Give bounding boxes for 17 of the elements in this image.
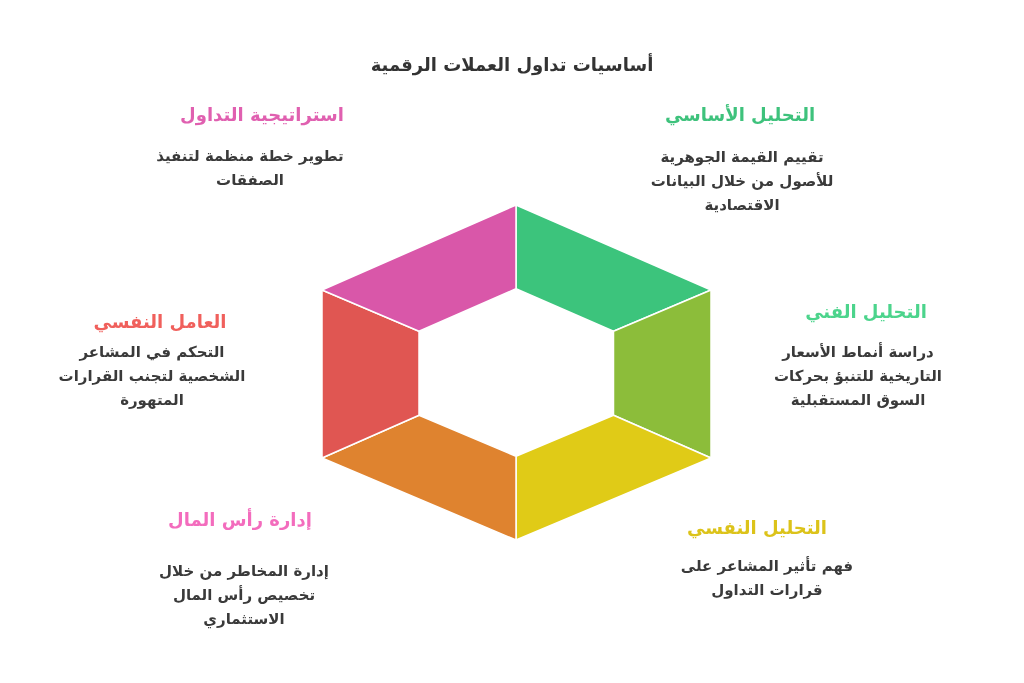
- segment-heading: التحليل الفني: [805, 300, 927, 325]
- segment-description: التحكم في المشاعر الشخصية لتجنب القرارات المتهورة: [57, 342, 247, 411]
- hexagon-segment: [612, 289, 712, 459]
- segment-heading: التحليل الأساسي: [664, 103, 816, 128]
- segment-description: دراسة أنماط الأسعار التاريخية للتنبؤ بحركات السوق المستقبلية: [773, 341, 943, 411]
- hexagon-segment: [321, 204, 517, 332]
- segment-heading: التحليل النفسي: [687, 516, 827, 541]
- segment-heading: العامل النفسي: [93, 310, 227, 335]
- segment-description: إدارة المخاطر من خلال تخصيص رأس المال الاستثماري: [158, 561, 330, 631]
- segment-description: تطوير خطة منظمة لتنفيذ الصفقات: [155, 146, 345, 191]
- segment-description: تقييم القيمة الجوهرية للأصول من خلال البيانات الاقتصادية: [649, 147, 835, 216]
- segment-description: فهم تأثير المشاعر على قرارات التداول: [679, 555, 855, 601]
- segment-heading: إدارة رأس المال: [168, 507, 312, 532]
- hexagon-segment: [321, 414, 517, 541]
- hexagon-segment: [321, 289, 420, 459]
- segment-heading: استراتيجية التداول: [180, 103, 344, 128]
- diagram-title: أساسيات تداول العملات الرقمية: [370, 52, 654, 78]
